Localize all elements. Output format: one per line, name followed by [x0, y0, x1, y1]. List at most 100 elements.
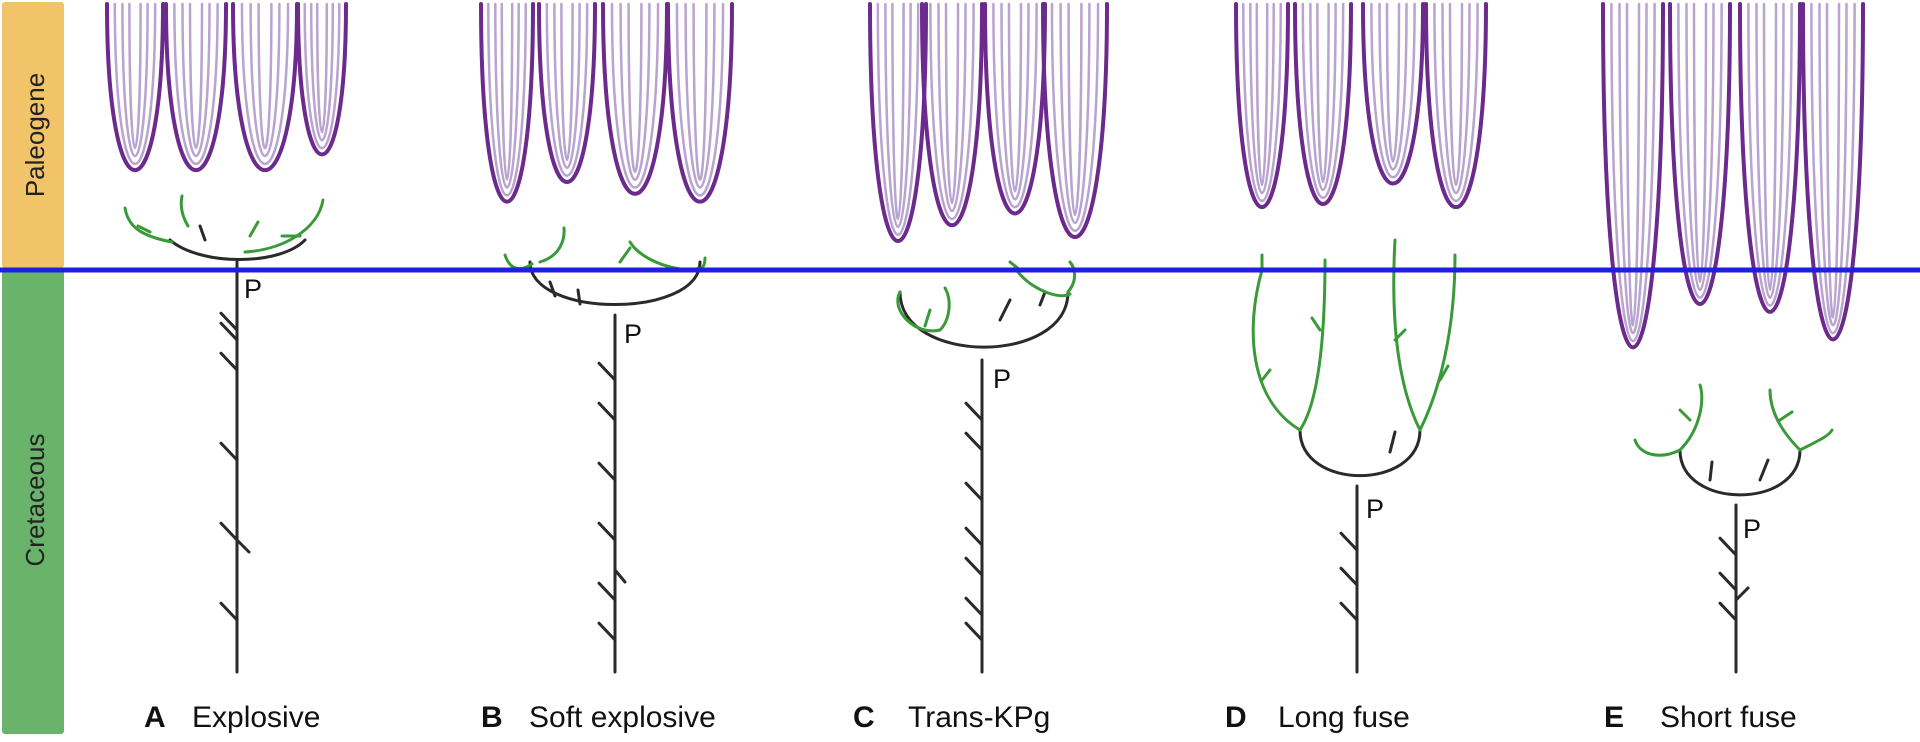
crown-lineage — [121, 2, 149, 157]
crown-lineage — [684, 2, 716, 189]
root-arc — [528, 260, 702, 306]
extinct-side-branch — [1708, 460, 1714, 482]
extinct-side-branch — [1038, 290, 1047, 307]
crown-lineage — [1433, 2, 1479, 203]
extinct-side-branch — [964, 556, 984, 577]
crown-clade — [1668, 2, 1732, 307]
phylogeny-tree — [479, 2, 734, 674]
extinct-side-branch — [219, 441, 239, 462]
extinct-side-branch — [597, 401, 617, 422]
crown-lineage — [692, 2, 708, 181]
extinct-side-branch — [597, 361, 617, 382]
cretaceous-bar — [2, 268, 64, 734]
phylogeny-tree — [868, 2, 1109, 674]
stem-branch — [248, 220, 260, 238]
crown-lineage — [309, 2, 335, 142]
extinct-side-branch — [1339, 601, 1359, 622]
crown-clade — [296, 2, 348, 157]
crown-lineage — [487, 2, 527, 197]
crown-lineage — [675, 2, 725, 197]
stem-branch — [1768, 388, 1802, 452]
extinct-side-branch — [998, 298, 1012, 322]
crown-lineage — [1050, 2, 1100, 233]
phylogeny-tree — [105, 2, 348, 674]
node-p-label: P — [993, 364, 1011, 394]
extinct-side-branch — [219, 351, 239, 372]
crown-lineage — [1810, 2, 1856, 335]
panel-letter: D — [1225, 701, 1247, 734]
crown-lineage — [1249, 2, 1275, 194]
phylogeny-tree — [1601, 2, 1865, 674]
crown-clade — [666, 2, 734, 204]
crown-lineage — [1242, 2, 1282, 203]
crown-lineage — [545, 2, 589, 177]
root-arc — [168, 238, 307, 261]
crown-clade — [164, 2, 228, 172]
crown-clade — [1293, 2, 1353, 206]
stem-branch — [923, 308, 932, 328]
crown-lineage — [619, 2, 651, 181]
paleogene-label: Paleogene — [20, 73, 50, 197]
extinct-side-branch — [597, 521, 617, 542]
crown-clade — [983, 2, 1047, 216]
extinct-side-branch — [198, 224, 207, 242]
extinct-side-branch — [1734, 586, 1750, 602]
crown-lineage — [500, 2, 514, 181]
crown-lineage — [937, 2, 967, 213]
panel-name: Explosive — [192, 701, 320, 734]
crown-lineage — [1692, 2, 1708, 284]
stem-branch — [1013, 266, 1072, 298]
crown-lineage — [1370, 2, 1416, 179]
stem-branch — [1393, 328, 1407, 342]
crown-lineage — [1378, 2, 1408, 171]
crown-clade — [1601, 2, 1665, 350]
stem-branch — [1438, 364, 1450, 382]
stem-branch — [1066, 260, 1077, 294]
stem-branch — [1778, 410, 1794, 422]
phylogeny-tree — [1234, 2, 1488, 674]
crown-clade — [1424, 2, 1488, 209]
stem-branch — [1260, 368, 1272, 382]
crown-lineage — [876, 2, 920, 236]
crown-clade — [1361, 2, 1425, 186]
crown-clade — [105, 2, 165, 172]
extinct-side-branch — [964, 621, 984, 642]
crown-lineage — [1255, 2, 1269, 187]
extinct-side-branch — [1388, 430, 1397, 454]
extinct-side-branch — [576, 288, 582, 306]
extinct-side-branch — [548, 280, 557, 298]
panel-a-explosive: P A Explosive — [105, 2, 348, 734]
paleogene-bar — [2, 2, 64, 268]
crown-lineage — [188, 2, 204, 150]
crown-clade — [1738, 2, 1802, 314]
crown-lineage — [1000, 2, 1030, 201]
root-arc — [1298, 428, 1422, 478]
crown-lineage — [1059, 2, 1091, 224]
node-p-label: P — [1366, 494, 1384, 524]
panel-b-soft-explosive: P B Soft explosive — [479, 2, 734, 734]
stem-branch — [1418, 253, 1457, 432]
panel-name: Long fuse — [1278, 701, 1410, 734]
stem-branch — [896, 286, 951, 333]
crown-lineage — [1316, 2, 1330, 183]
cretaceous-label: Cretaceous — [20, 434, 50, 567]
stem-branch — [503, 253, 534, 271]
panel-e-short-fuse: P E Short fuse — [1601, 2, 1865, 734]
crown-lineage — [1067, 2, 1083, 217]
crown-clade — [231, 2, 299, 172]
stem-branch — [1798, 428, 1834, 452]
panel-name: Short fuse — [1660, 701, 1797, 734]
extinct-side-branch — [1718, 536, 1738, 557]
crown-lineage — [1747, 2, 1793, 307]
crown-lineage — [891, 2, 905, 220]
stem-branch — [1251, 253, 1302, 432]
panel-letter: E — [1604, 701, 1624, 734]
crown-lineage — [128, 2, 142, 150]
crown-lineage — [1685, 2, 1715, 291]
stem-branch — [123, 206, 174, 244]
panel-d-long-fuse: P D Long fuse — [1225, 2, 1488, 734]
extinct-side-branch — [964, 596, 984, 617]
stem-branch — [628, 240, 692, 272]
panel-c-trans-kpg: P C Trans-KPg — [853, 2, 1109, 734]
